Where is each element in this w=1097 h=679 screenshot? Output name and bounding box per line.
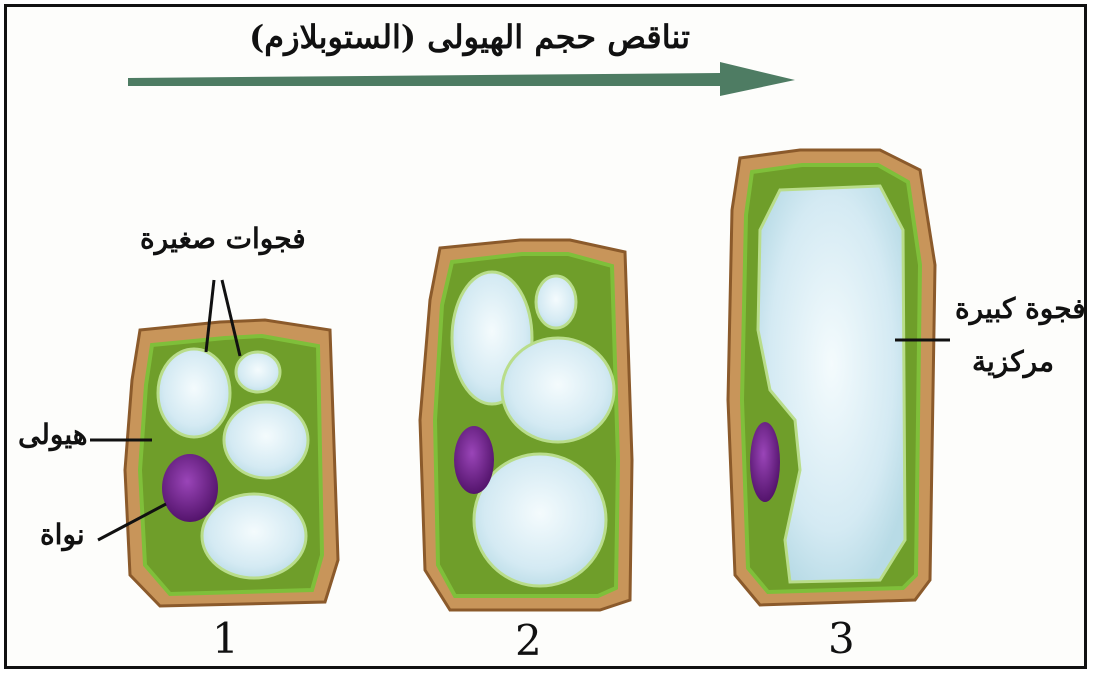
small-vacuole [224,402,308,478]
small-vacuole [236,352,280,392]
cell-number: 2 [515,616,542,665]
large-vacuole-label-line1: فجوة كبيرة [955,292,1086,325]
small-vacuole [474,454,606,586]
cell-2 [420,240,632,610]
large-vacuole-label-line2: مركزية [972,345,1054,378]
small-vacuoles-label: فجوات صغيرة [140,222,306,255]
small-vacuole [158,349,230,437]
cell-number: 3 [828,614,855,663]
decreasing-cytoplasm-arrow [128,62,795,96]
small-vacuole [502,338,614,442]
nucleus [750,422,780,502]
small-vacuole [202,494,306,578]
cell-number: 1 [212,614,239,663]
small-vacuole [536,276,576,328]
diagram-title: تناقص حجم الهيولى (الستوبلازم) [270,18,690,56]
nucleus [454,426,494,494]
cell-3 [728,150,935,605]
cell-1 [125,320,338,606]
cytoplasm-label: هيولى [18,418,88,451]
nucleus [162,454,218,522]
nucleus-label: نواة [40,518,85,551]
